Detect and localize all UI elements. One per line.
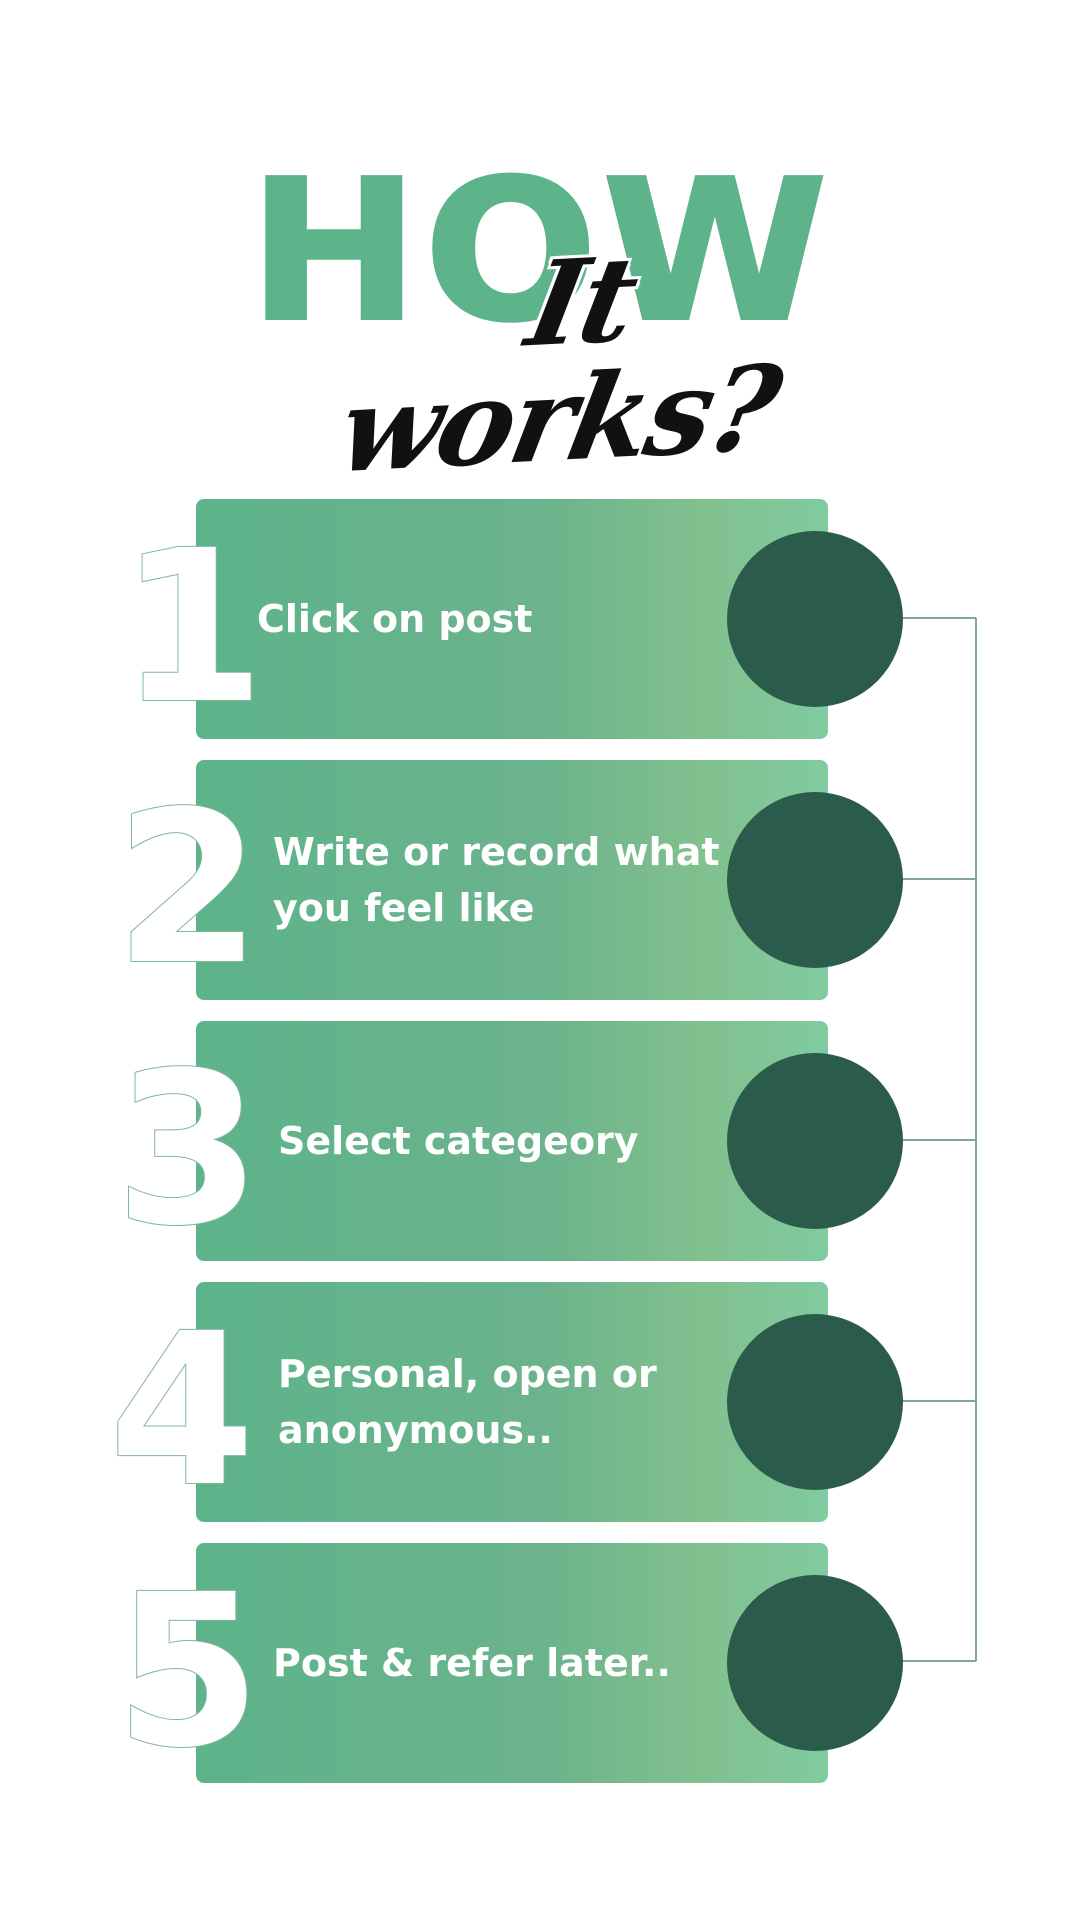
step-card xyxy=(196,760,828,1000)
step-text: Click on post xyxy=(257,597,533,641)
step-number: 3 xyxy=(114,1027,262,1272)
step-number: 1 xyxy=(118,505,266,750)
step-text: Write or record what you feel like xyxy=(273,830,720,930)
step-circle xyxy=(727,531,903,707)
step-card xyxy=(196,1543,828,1783)
step-card xyxy=(196,1282,828,1522)
step-text: Post & refer later.. xyxy=(273,1641,671,1685)
step-text: Personal, open or anonymous.. xyxy=(278,1352,657,1452)
step-number: 2 xyxy=(114,766,262,1011)
step-number: 5 xyxy=(114,1549,262,1794)
step-4: 4 Personal, open or anonymous.. xyxy=(0,1282,1080,1522)
step-number: 4 xyxy=(108,1288,256,1533)
step-2: 2 Write or record what you feel like xyxy=(0,760,1080,1000)
step-3: 3 Select categeory xyxy=(0,1021,1080,1261)
step-circle xyxy=(727,792,903,968)
step-5: 5 Post & refer later.. xyxy=(0,1543,1080,1783)
step-text: Select categeory xyxy=(278,1119,639,1163)
title-how: HOW xyxy=(247,138,832,366)
step-circle xyxy=(727,1314,903,1490)
step-card xyxy=(196,499,828,739)
step-card xyxy=(196,1021,828,1261)
step-circle xyxy=(727,1053,903,1229)
step-1: 1 Click on post xyxy=(0,499,1080,739)
title-block: HOW It works? xyxy=(0,138,1080,500)
step-circle xyxy=(727,1575,903,1751)
